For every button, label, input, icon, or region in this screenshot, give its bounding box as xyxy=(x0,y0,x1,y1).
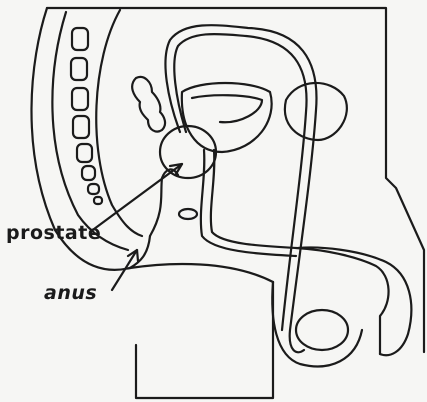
prostate-gland xyxy=(160,126,216,178)
penis-outline xyxy=(298,248,411,356)
testis xyxy=(296,310,348,350)
prostate-pointer-line xyxy=(90,164,182,232)
seminal-vesicle xyxy=(132,77,165,132)
vas-deferens-inner xyxy=(174,34,306,330)
rectum xyxy=(150,169,178,236)
bulbourethral-gland xyxy=(179,209,197,219)
spine-inner-curve xyxy=(96,10,142,236)
anus-label: anus xyxy=(44,282,97,304)
prostate-label: prostate xyxy=(6,222,101,244)
vas-deferens xyxy=(165,25,316,352)
bladder-inner xyxy=(192,95,262,122)
body-outline xyxy=(47,8,424,398)
bladder xyxy=(182,83,272,152)
vertebrae xyxy=(71,28,102,204)
buttock-outline xyxy=(130,264,273,282)
